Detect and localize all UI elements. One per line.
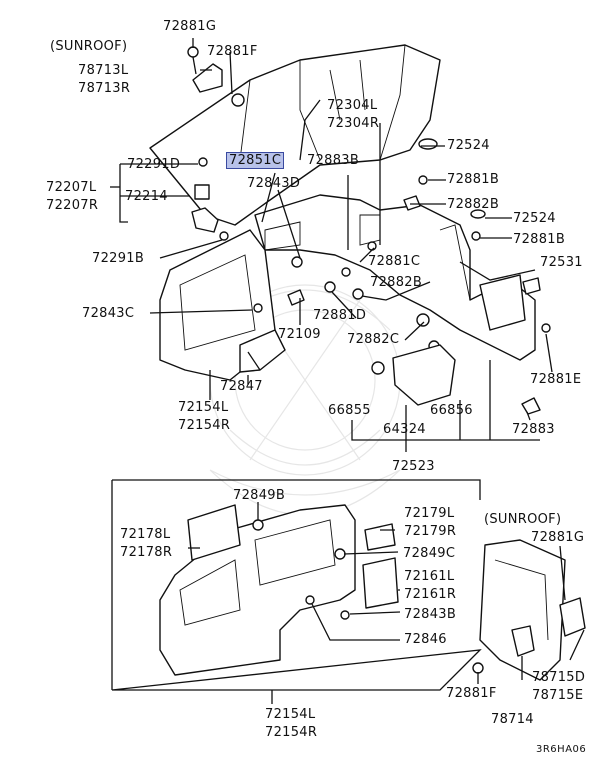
label-72523: 72523 bbox=[392, 459, 435, 474]
label-sunroof-top: (SUNROOF) bbox=[50, 39, 128, 54]
label-64324: 64324 bbox=[383, 422, 426, 437]
label-72214: 72214 bbox=[125, 189, 168, 204]
label-72849b: 72849B bbox=[233, 488, 286, 503]
label-72304l: 72304L bbox=[327, 98, 378, 113]
upper-roof-trim bbox=[149, 44, 441, 226]
label-72881d: 72881D bbox=[313, 308, 367, 323]
label-78715d: 78715D bbox=[532, 670, 586, 685]
label-72304r: 72304R bbox=[327, 116, 380, 131]
sunroof-panel-lower bbox=[472, 539, 586, 681]
label-72179l: 72179L bbox=[404, 506, 455, 521]
sunroof-clip-top bbox=[187, 46, 245, 107]
label-72881g-bottom: 72881G bbox=[531, 530, 585, 545]
diagram-code: 3R6HA06 bbox=[536, 744, 587, 755]
label-72849c: 72849C bbox=[403, 546, 456, 561]
label-72154r-bottom: 72154R bbox=[265, 725, 318, 740]
side-trim-lower-upperview bbox=[159, 229, 286, 381]
label-72882c: 72882C bbox=[347, 332, 400, 347]
side-trim-lower-detail bbox=[159, 504, 399, 676]
label-72207l: 72207L bbox=[46, 180, 97, 195]
label-72531: 72531 bbox=[540, 255, 583, 270]
lower-detail-box bbox=[111, 479, 482, 691]
label-72161r: 72161R bbox=[404, 587, 457, 602]
label-sunroof-bottom: (SUNROOF) bbox=[484, 512, 562, 527]
label-72154l-bottom: 72154L bbox=[265, 707, 316, 722]
label-72881b-b: 72881B bbox=[513, 232, 566, 247]
label-72843c: 72843C bbox=[82, 306, 135, 321]
label-72881f-bottom: 72881F bbox=[446, 686, 497, 701]
label-72178r: 72178R bbox=[120, 545, 173, 560]
cover-64324 bbox=[392, 344, 456, 406]
label-72524-a: 72524 bbox=[447, 138, 490, 153]
label-72882b-b: 72882B bbox=[370, 275, 423, 290]
label-66856: 66856 bbox=[430, 403, 473, 418]
label-72883b: 72883B bbox=[307, 153, 360, 168]
label-72291d: 72291D bbox=[127, 157, 181, 172]
label-72291b: 72291B bbox=[92, 251, 145, 266]
label-72843d: 72843D bbox=[247, 176, 301, 191]
label-72161l: 72161L bbox=[404, 569, 455, 584]
label-72846: 72846 bbox=[404, 632, 447, 647]
label-72882b-a: 72882B bbox=[447, 197, 500, 212]
fasteners-upper bbox=[191, 138, 551, 415]
label-72881c: 72881C bbox=[368, 254, 421, 269]
label-72524-b: 72524 bbox=[513, 211, 556, 226]
label-78713l: 78713L bbox=[78, 63, 129, 78]
label-66855: 66855 bbox=[328, 403, 371, 418]
label-72851c-highlighted[interactable]: 72851C bbox=[226, 152, 285, 169]
label-72881b-a: 72881B bbox=[447, 172, 500, 187]
label-72179r: 72179R bbox=[404, 524, 457, 539]
label-72881f-top: 72881F bbox=[207, 44, 258, 59]
quarter-trim-panel-upper bbox=[254, 194, 536, 361]
label-72154r-top: 72154R bbox=[178, 418, 231, 433]
label-72207r: 72207R bbox=[46, 198, 99, 213]
leader-lines-upper bbox=[110, 38, 553, 452]
label-72154l-top: 72154L bbox=[178, 400, 229, 415]
label-72881e: 72881E bbox=[530, 372, 582, 387]
label-72109: 72109 bbox=[278, 327, 321, 342]
label-72881g-top: 72881G bbox=[163, 19, 217, 34]
label-72883: 72883 bbox=[512, 422, 555, 437]
label-78715e: 78715E bbox=[532, 688, 584, 703]
leader-lines-lower bbox=[188, 502, 585, 704]
label-72843b: 72843B bbox=[404, 607, 457, 622]
label-72178l: 72178L bbox=[120, 527, 171, 542]
label-78714: 78714 bbox=[491, 712, 534, 727]
label-72847: 72847 bbox=[220, 379, 263, 394]
label-78713r: 78713R bbox=[78, 81, 131, 96]
